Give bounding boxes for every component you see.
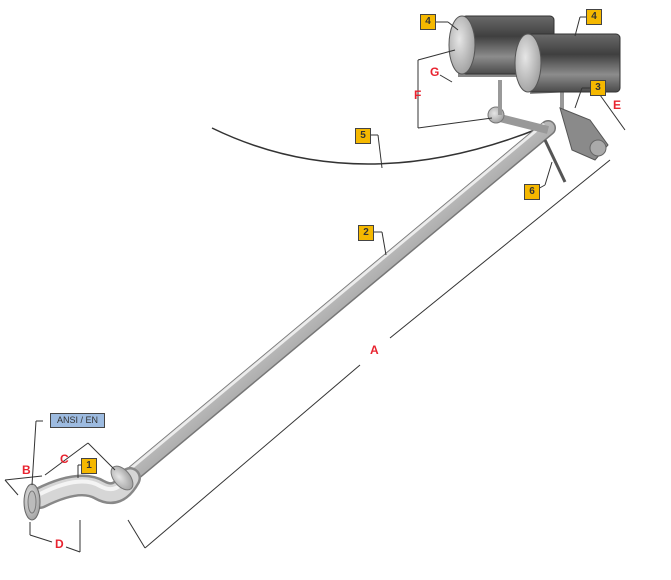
dimension-e-label: E [613, 98, 622, 112]
tank-right [514, 33, 621, 93]
callout-4-right: 4 [586, 9, 602, 25]
callout-4-left: 4 [420, 14, 436, 30]
dimension-lines [4, 16, 626, 553]
callout-1: 1 [81, 458, 97, 474]
dimension-c-label: C [60, 452, 69, 466]
cable [211, 127, 541, 165]
dimension-a-label: A [370, 343, 379, 357]
callout-3: 3 [590, 80, 606, 96]
callout-6: 6 [524, 184, 540, 200]
dimension-f-label: F [414, 88, 422, 102]
callout-5: 5 [355, 128, 371, 144]
callout-2: 2 [358, 225, 374, 241]
flange-standard-label: ANSI / EN [50, 413, 106, 428]
dimension-d-label: D [55, 537, 64, 551]
inlet-elbow [23, 465, 141, 521]
dimension-g-label: G [430, 65, 440, 79]
dimension-b-label: B [22, 463, 31, 477]
main-pipe [120, 120, 556, 486]
